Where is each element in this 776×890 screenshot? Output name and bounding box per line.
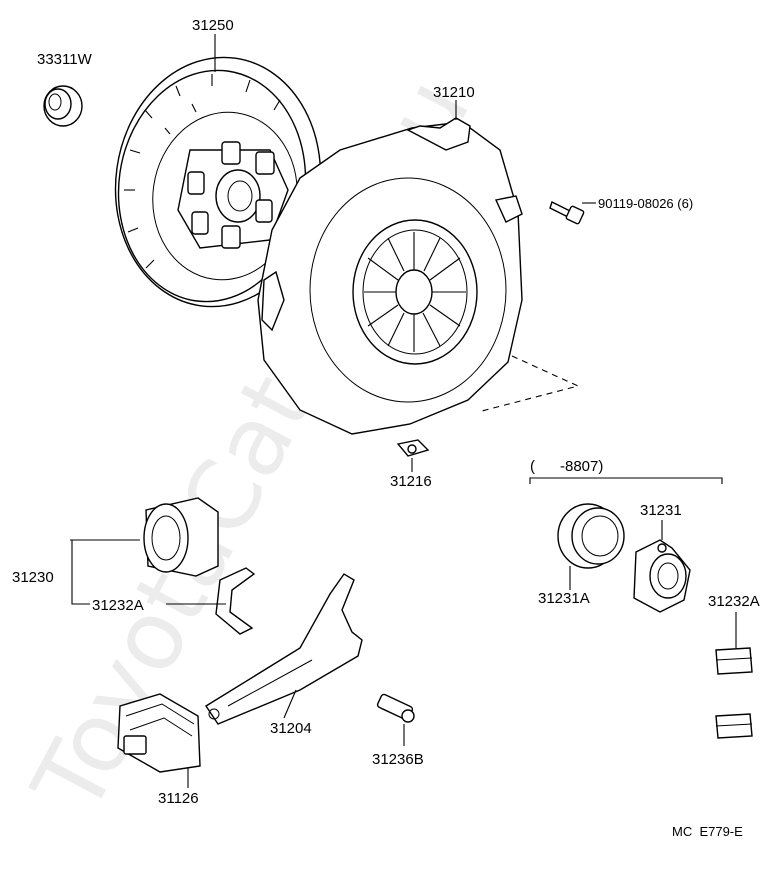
label-bolt-90119-08026: 90119-08026 (6) [598,196,693,211]
bolt-90119-08026 [549,201,585,225]
release-fork-boot-31126 [117,693,201,773]
label-31232a-left: 31232A [92,597,144,614]
label-33311w: 33311W [37,51,93,68]
leader-lines [70,34,737,788]
release-bearing-31231a [557,503,625,569]
label-31126: 31126 [158,790,199,807]
release-bearing-31230 [143,497,219,577]
bearing-hub-31231 [633,539,691,613]
pilot-bearing-33311w [43,85,83,127]
label-31231a: 31231A [538,590,590,607]
label-31231: 31231 [640,502,682,519]
label-31210: 31210 [433,84,475,101]
fork-pivot-31236b [376,693,415,723]
clip-31232a-right-lower [715,713,753,739]
range-bracket [529,477,723,484]
label-31232a-right: 31232A [708,593,760,610]
label-31230: 31230 [12,569,54,586]
clip-31232a-left [215,567,256,635]
clip-31216 [396,439,430,457]
label-31204: 31204 [270,720,312,737]
label-31216: 31216 [390,473,432,490]
label-diagram-code: MC E779-E [672,824,743,839]
label-range-8807: ( -8807) [530,458,603,475]
clip-31232a-right-upper [715,647,753,675]
clutch-cover-31210 [257,117,580,435]
release-fork-31204 [205,573,363,725]
label-31250: 31250 [192,17,234,34]
disc-hub [177,141,289,249]
label-31236b: 31236B [372,751,424,768]
